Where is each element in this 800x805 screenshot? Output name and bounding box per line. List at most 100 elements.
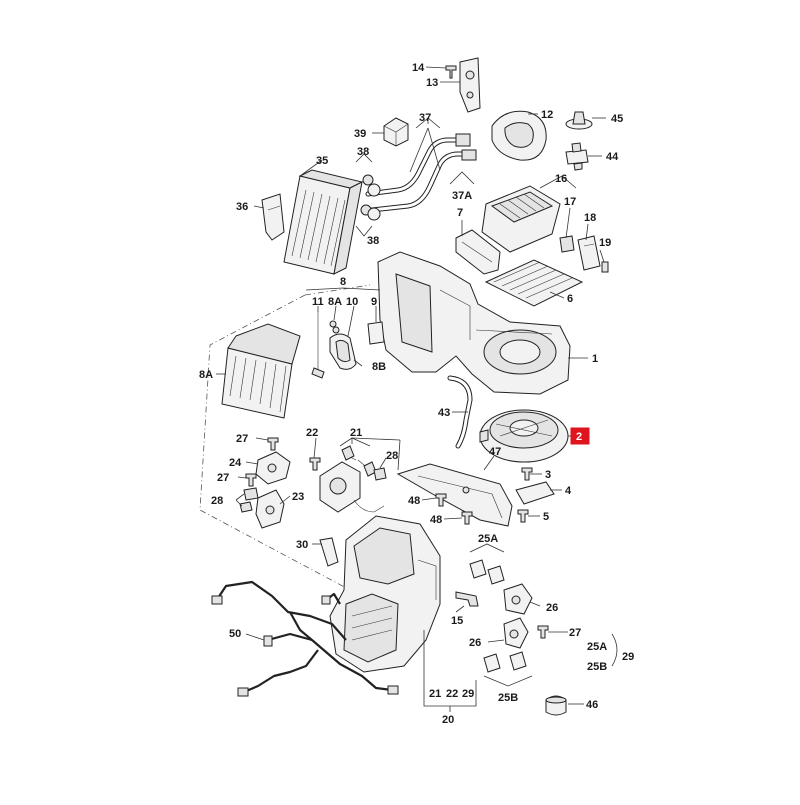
part-5-screw	[517, 509, 529, 523]
label-27-c: 27	[569, 627, 581, 639]
part-27-screw-a	[267, 437, 279, 451]
part-15-bracket	[455, 591, 479, 607]
label-22-a: 22	[306, 427, 318, 439]
label-8b: 8B	[372, 361, 386, 373]
part-27-screw-c	[537, 625, 549, 639]
label-7: 7	[457, 207, 463, 219]
label-10: 10	[346, 296, 358, 308]
label-19: 19	[599, 237, 611, 249]
label-29-b: 29	[462, 688, 474, 700]
label-30: 30	[296, 539, 308, 551]
label-25b-right: 25B	[587, 661, 607, 673]
label-50: 50	[229, 628, 241, 640]
label-35: 35	[316, 155, 328, 167]
group-8-boundary	[199, 284, 371, 591]
part-1-heater-housing	[377, 251, 571, 395]
label-43: 43	[438, 407, 450, 419]
label-26-b: 26	[469, 637, 481, 649]
part-45-cap	[565, 111, 593, 130]
label-46: 46	[586, 699, 598, 711]
part-9-valve	[367, 321, 385, 345]
part-30-sensor	[319, 537, 339, 567]
part-26-actuator-a	[503, 583, 533, 615]
label-37: 37	[419, 112, 431, 124]
label-28-b: 28	[211, 495, 223, 507]
part-23-actuator	[255, 489, 285, 529]
part-36-bracket	[261, 193, 285, 241]
label-17: 17	[564, 196, 576, 208]
label-16: 16	[555, 173, 567, 185]
label-24: 24	[229, 457, 242, 469]
part-19-screw	[601, 261, 609, 273]
label-11: 11	[312, 296, 324, 308]
label-47: 47	[489, 446, 501, 458]
part-27-screw-b	[245, 473, 257, 487]
label-45: 45	[611, 113, 623, 125]
part-22-screw	[309, 457, 321, 471]
part-8a-heater-core	[221, 323, 301, 419]
label-48-a: 48	[408, 495, 420, 507]
part-38-clips	[360, 174, 381, 221]
label-25b-bottom: 25B	[498, 692, 518, 704]
part-18-actuator	[577, 235, 601, 271]
part-24-actuator	[255, 451, 291, 485]
part-35-evaporator	[283, 169, 364, 275]
label-38-bottom: 38	[367, 235, 379, 247]
label-3: 3	[545, 469, 551, 481]
part-20-lower-housing	[329, 515, 441, 673]
label-44: 44	[606, 151, 619, 163]
callout-labels: 14 13 12 45 39 37 38 35 44 16 37A 36 38 …	[199, 62, 634, 726]
part-8a-clips	[329, 320, 340, 334]
label-48-b: 48	[430, 514, 442, 526]
label-27-b: 27	[217, 472, 229, 484]
label-28-a: 28	[386, 450, 398, 462]
highlight-box-part-2	[570, 427, 590, 445]
part-28-clip-a	[373, 467, 387, 481]
part-48-screws	[435, 493, 473, 525]
label-23: 23	[292, 491, 304, 503]
label-1: 1	[592, 353, 598, 365]
part-39-block	[383, 117, 409, 147]
label-37a: 37A	[452, 190, 472, 202]
part-4-damper	[515, 481, 555, 505]
label-8a-left: 8A	[199, 369, 213, 381]
part-46-cap	[545, 695, 567, 716]
label-25a-top: 25A	[478, 533, 498, 545]
part-2-blower-motor	[479, 409, 569, 463]
part-3-screw	[521, 467, 533, 481]
label-25a-right: 25A	[587, 641, 607, 653]
label-4: 4	[565, 485, 572, 497]
part-7-frame	[455, 229, 501, 275]
part-26-actuator-b	[503, 617, 529, 649]
label-38-top: 38	[357, 146, 369, 158]
label-18: 18	[584, 212, 596, 224]
label-8a-top: 8A	[328, 296, 342, 308]
part-43-drain-hose	[447, 375, 473, 449]
label-6: 6	[567, 293, 573, 305]
label-22-b: 22	[446, 688, 458, 700]
label-27-a: 27	[236, 433, 248, 445]
part-25b-actuators	[483, 651, 527, 673]
leader-lines	[216, 66, 618, 712]
part-25a-actuators	[469, 559, 505, 585]
label-12: 12	[541, 109, 553, 121]
part-10-seal	[329, 333, 357, 370]
label-26-a: 26	[546, 602, 558, 614]
part-28-clip-b	[239, 487, 259, 513]
label-15: 15	[451, 615, 463, 627]
part-11-sensor	[311, 312, 325, 379]
part-12-seal	[491, 110, 547, 161]
label-2: 2	[576, 431, 582, 443]
part-16-air-intake	[481, 185, 561, 253]
label-29: 29	[622, 651, 634, 663]
label-13: 13	[426, 77, 438, 89]
part-13-bracket	[459, 57, 481, 113]
part-14-screw	[445, 65, 457, 79]
label-9: 9	[371, 296, 377, 308]
part-17-sensor	[559, 235, 575, 253]
part-44-valve	[565, 142, 589, 171]
label-21-a: 21	[350, 427, 362, 439]
part-6-pollen-filter	[484, 259, 584, 307]
